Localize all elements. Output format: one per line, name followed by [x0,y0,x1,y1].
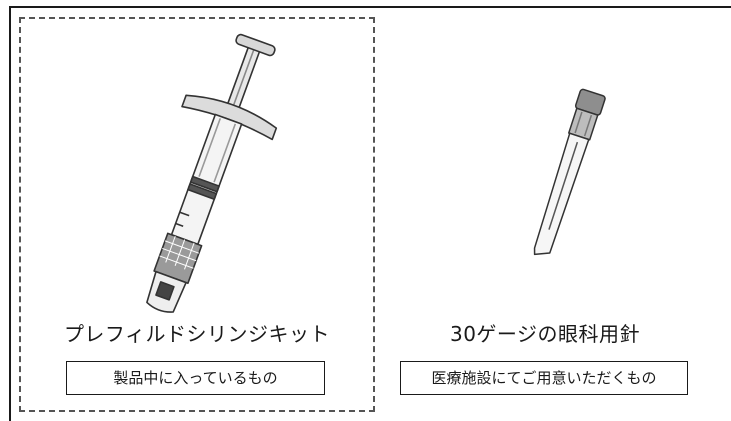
syringe-included-tag: 製品中に入っているもの [66,361,325,395]
needle-facility-tag: 医療施設にてご用意いただくもの [400,361,688,395]
outer-frame [9,6,731,421]
ophthalmic-needle-illustration [533,88,606,256]
kit-contents-box [19,17,375,412]
syringe-caption: プレフィルドシリンジキット [63,322,331,346]
prefilled-syringe-illustration [146,33,278,313]
needle-caption: 30ゲージの眼科用針 [449,322,641,346]
